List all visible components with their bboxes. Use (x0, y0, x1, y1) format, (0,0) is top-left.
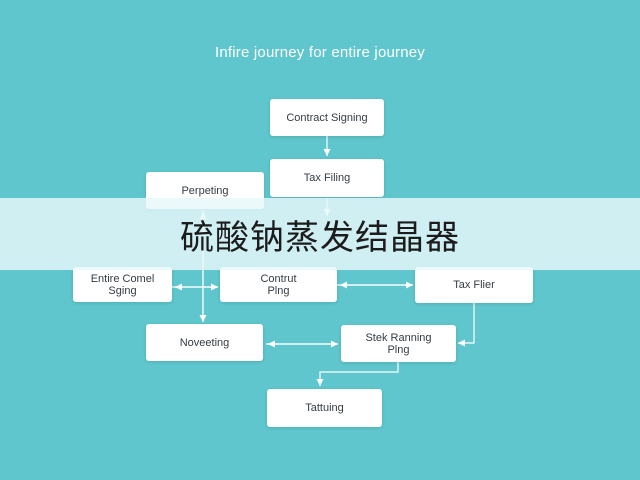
node-contract-signing: Contract Signing (270, 99, 384, 136)
node-entire-comel-sging: Entire Comel Sging (73, 267, 172, 302)
overlay-caption-band: 硫酸钠蒸发结晶器 (0, 198, 640, 270)
edge-taxflier-to-stek (458, 303, 475, 347)
node-stek-ranning-plng: Stek Ranning Plng (341, 325, 456, 362)
node-tax-filing: Tax Filing (270, 159, 384, 197)
diagram-title: Infire journey for entire journey (214, 44, 426, 61)
node-tax-flier: Tax Flier (415, 267, 533, 303)
edge-stek-to-tattuing (316, 362, 399, 386)
node-contrut-plng: Contrut Plng (220, 267, 337, 302)
overlay-caption: 硫酸钠蒸发结晶器 (180, 217, 460, 258)
node-tattuing: Tattuing (267, 389, 382, 427)
node-noveeting: Noveeting (146, 324, 263, 361)
